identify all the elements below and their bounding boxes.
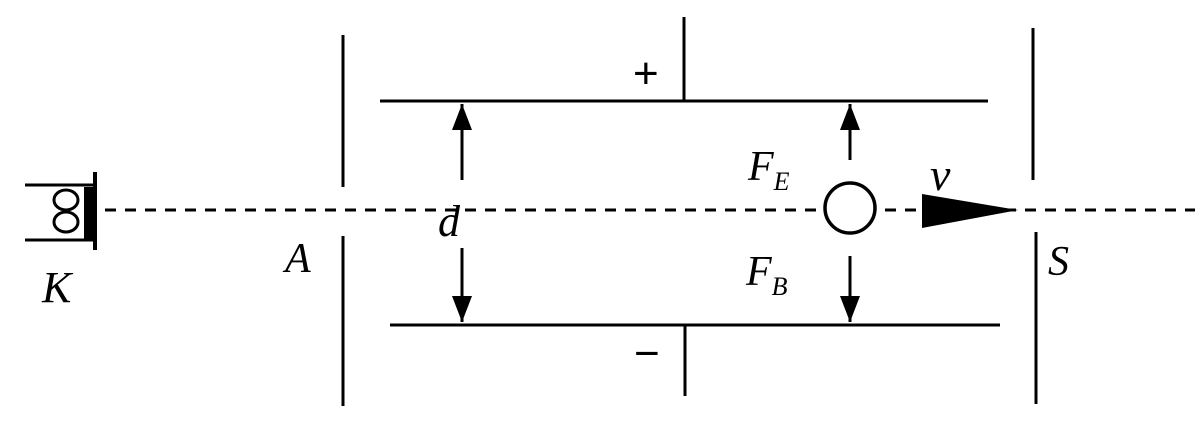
label-fe: FE: [747, 144, 790, 196]
label-plus: +: [633, 49, 659, 98]
label-d: d: [438, 197, 461, 246]
label-v: v: [930, 149, 951, 200]
label-a: A: [282, 236, 311, 282]
force-fe-arrow: [840, 104, 860, 160]
velocity-arrow: [922, 194, 1018, 228]
bottom-plate-negative: [390, 323, 1000, 396]
force-fb-arrow: [840, 256, 860, 322]
label-k: K: [41, 263, 74, 312]
label-minus: −: [634, 329, 660, 378]
source-k-filament: [25, 172, 97, 250]
slit-s: [1031, 28, 1038, 404]
dimension-d-arrows: [452, 104, 472, 322]
charged-particle: [823, 181, 877, 235]
top-plate-positive: [380, 17, 988, 103]
label-fb: FB: [745, 249, 788, 301]
label-s: S: [1048, 239, 1069, 285]
